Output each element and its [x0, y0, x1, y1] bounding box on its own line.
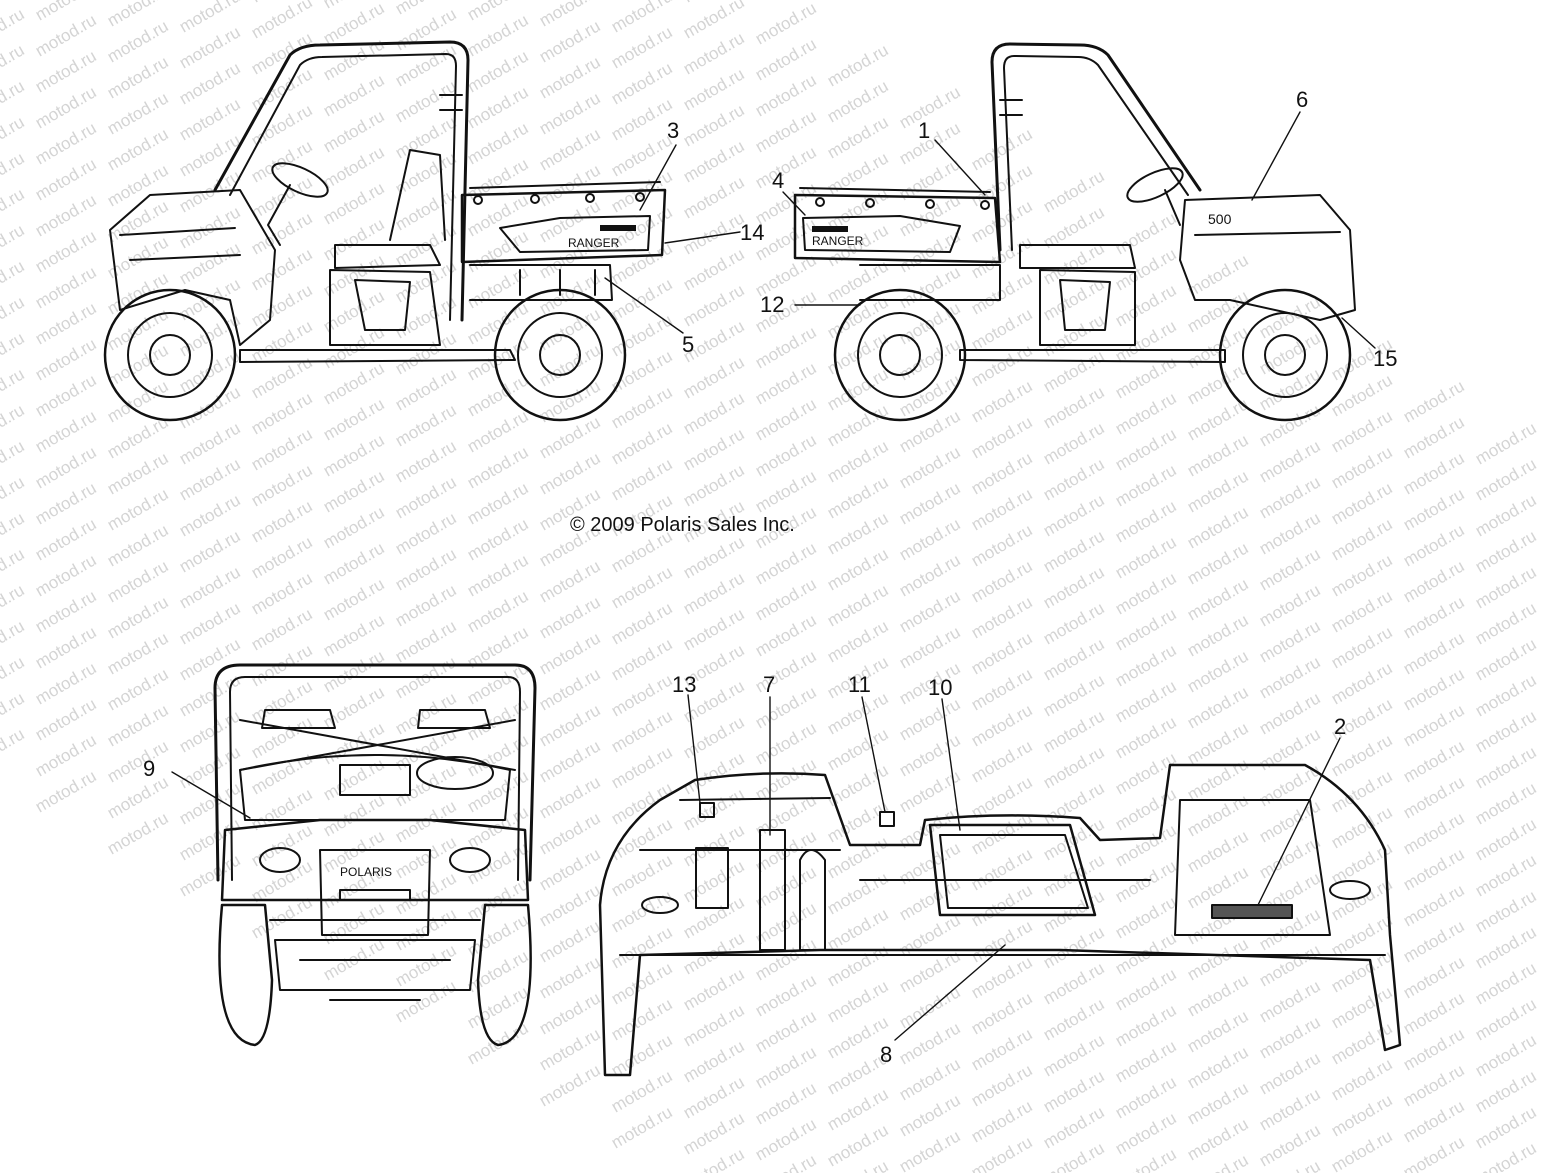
- copyright-notice: © 2009 Polaris Sales Inc.: [570, 514, 795, 536]
- vehicle-left-side-view: RANGER: [103, 40, 741, 422]
- callout-15: 15: [1373, 346, 1398, 371]
- callout-4: 4: [772, 168, 785, 193]
- callout-10: 10: [928, 675, 953, 700]
- ranger-decal-right: RANGER: [812, 234, 864, 248]
- ranger-decal-right-panel: [802, 215, 961, 253]
- callout-8: 8: [880, 1042, 893, 1067]
- dash-panel-view: [598, 694, 1402, 1077]
- callout-11: 11: [848, 672, 871, 697]
- callout-13: 13: [672, 672, 697, 697]
- callout-9: 9: [143, 756, 156, 781]
- callout-2: 2: [1334, 714, 1347, 739]
- ranger-decal-left: RANGER: [568, 236, 620, 250]
- callout-6: 6: [1296, 87, 1309, 112]
- callout-3: 3: [667, 118, 680, 143]
- vehicle-right-side-view: 500 RANGER: [782, 42, 1376, 422]
- vehicle-front-view: POLARIS: [171, 663, 537, 1047]
- callout-14: 14: [740, 220, 765, 245]
- grille-logo: POLARIS: [340, 865, 392, 879]
- model-badge-500: 500: [1208, 211, 1232, 227]
- callout-7: 7: [763, 672, 776, 697]
- callout-12: 12: [760, 292, 785, 317]
- callout-5: 5: [682, 332, 695, 357]
- callout-1: 1: [918, 118, 931, 143]
- ranger-decal-left-panel: [499, 215, 651, 253]
